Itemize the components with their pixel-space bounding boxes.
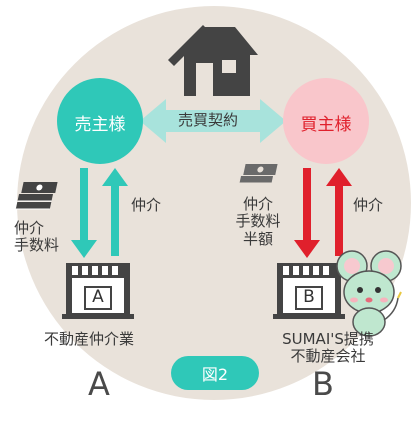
right-agency-letter: B xyxy=(303,287,315,307)
mouse-mascot-icon xyxy=(336,250,402,337)
storefront-icon xyxy=(62,263,134,319)
buyer-label: 買主様 xyxy=(300,115,352,135)
left-agency-letter: A xyxy=(92,287,104,307)
buyer-circle xyxy=(283,78,369,164)
contract-double-arrow xyxy=(140,99,286,143)
left-arrow-up xyxy=(102,168,128,256)
left-mediation-label: 仲介 xyxy=(131,196,162,214)
left-agency-name: 不動産仲介業 xyxy=(44,330,135,348)
right-arrow-up xyxy=(326,168,352,256)
seller-circle xyxy=(57,78,143,164)
money-stack-icon xyxy=(15,182,58,210)
seller-label: 売主様 xyxy=(74,115,126,135)
figure-badge: 図2 xyxy=(171,356,259,390)
left-fee-label: 仲介 手数料 xyxy=(14,219,60,255)
left-arrow-down xyxy=(71,168,97,258)
money-stack-icon xyxy=(239,164,278,184)
right-arrow-down xyxy=(294,168,320,258)
storefront-icon xyxy=(273,263,345,319)
right-agency-name: SUMAI'S提携 不動産会社 xyxy=(282,330,374,366)
right-fee-label: 仲介 手数料 半額 xyxy=(235,195,281,248)
right-mediation-label: 仲介 xyxy=(353,196,384,214)
contract-label: 売買契約 xyxy=(178,111,239,129)
left-big-letter: A xyxy=(88,365,110,403)
right-big-letter: B xyxy=(312,365,334,403)
house-icon xyxy=(168,25,258,96)
